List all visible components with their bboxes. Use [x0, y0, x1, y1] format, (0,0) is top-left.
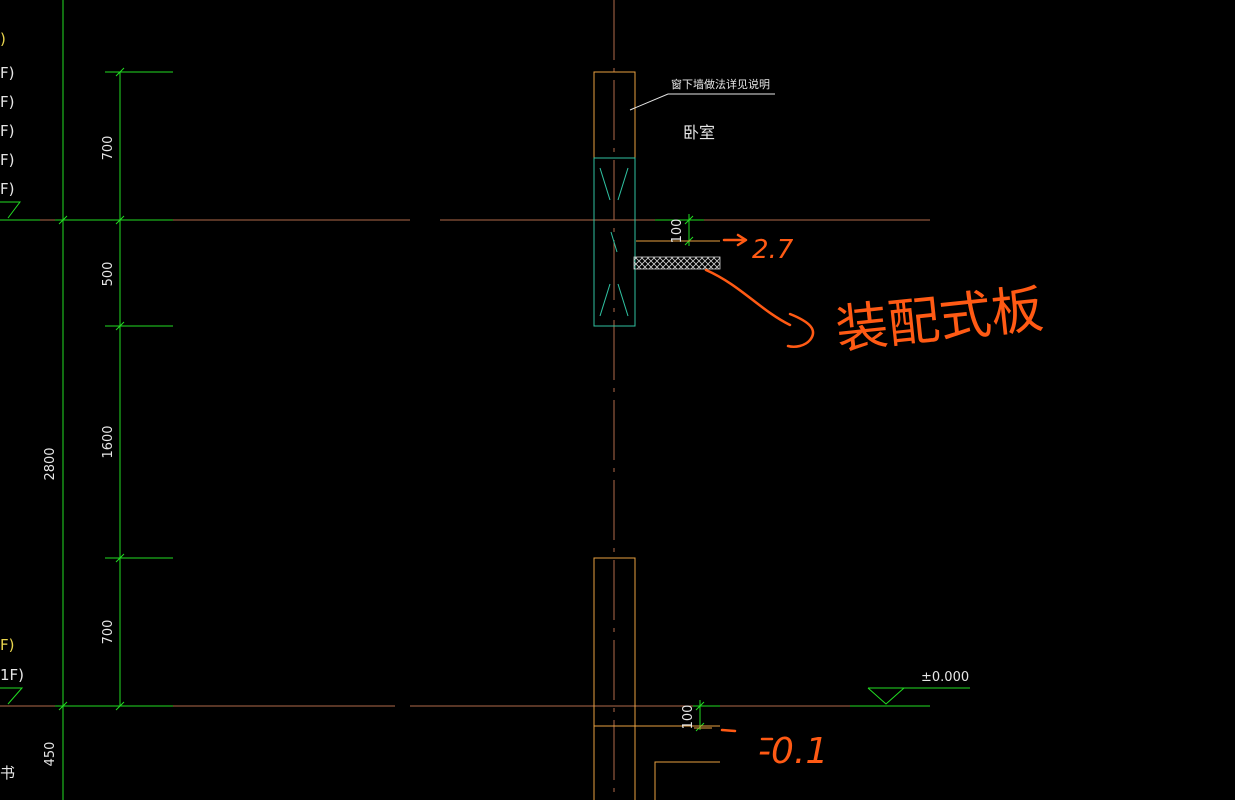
floor-label: F) — [0, 151, 14, 169]
dim-tick — [115, 553, 125, 563]
markup-leader-curve — [704, 268, 792, 327]
floor-label: F) — [0, 636, 14, 654]
glass-mark — [617, 167, 629, 201]
dim-tick — [115, 701, 125, 711]
note-leader — [629, 93, 775, 111]
dim-text-2800: 2800 — [43, 447, 58, 480]
floor-label: 1F) — [0, 666, 24, 684]
sill-dim-tick — [695, 722, 705, 732]
glass-mark — [617, 283, 629, 317]
markup-arrowhead-big — [786, 312, 815, 348]
dim-tick — [115, 67, 125, 77]
handwritten-markup — [704, 233, 815, 741]
sill-dim-tick — [695, 701, 705, 711]
markup-annotation: 装配式板 — [833, 280, 1046, 361]
dim-text-1600: 1600 — [101, 425, 116, 458]
elevation-label: ±0.000 — [921, 670, 969, 685]
dim-text-700-bottom: 700 — [101, 620, 116, 645]
floor-label: F) — [0, 122, 14, 140]
glass-mark — [599, 167, 611, 201]
level-symbol-upper — [0, 201, 21, 219]
sill-dim-tick — [684, 215, 694, 225]
dim-text-700-top: 700 — [101, 136, 116, 161]
level-symbol-lower — [0, 687, 24, 705]
step-outline — [654, 761, 720, 800]
dim-tick — [58, 215, 68, 225]
markup-dash-lower — [720, 728, 737, 733]
markup-upper-value: 2.7 — [752, 235, 794, 265]
dim-text-450: 450 — [43, 742, 58, 767]
lower-wall-block — [593, 557, 636, 727]
left-floor-labels: ) F) F) F) F) F) F) 1F) 书 — [0, 30, 24, 782]
dim-text-sill-lower: 100 — [681, 705, 696, 730]
note-label: 窗下墙做法详见说明 — [671, 77, 770, 91]
dim-tick — [58, 701, 68, 711]
axis-lines — [0, 0, 930, 800]
dim-text-sill-upper: 100 — [670, 219, 685, 244]
floor-label: 书 — [0, 764, 15, 782]
precast-slab-hatch — [633, 256, 721, 270]
elevation-symbol — [867, 687, 906, 705]
glass-mark — [610, 231, 618, 253]
dim-tick — [115, 215, 125, 225]
floor-label: F) — [0, 64, 14, 82]
dim-text-500: 500 — [101, 262, 116, 287]
wall-outlines — [593, 71, 720, 800]
dimension-lines — [0, 0, 970, 800]
floor-label: ) — [0, 30, 6, 48]
dim-tick — [115, 321, 125, 331]
markup-arrow-head — [736, 233, 748, 247]
markup-lower-value: -0.1 — [758, 731, 828, 772]
room-label: 卧室 — [683, 123, 715, 142]
floor-label: F) — [0, 93, 14, 111]
glass-mark — [599, 283, 611, 317]
glass-frame — [593, 157, 636, 327]
window-glass — [593, 157, 636, 327]
floor-label: F) — [0, 180, 14, 198]
